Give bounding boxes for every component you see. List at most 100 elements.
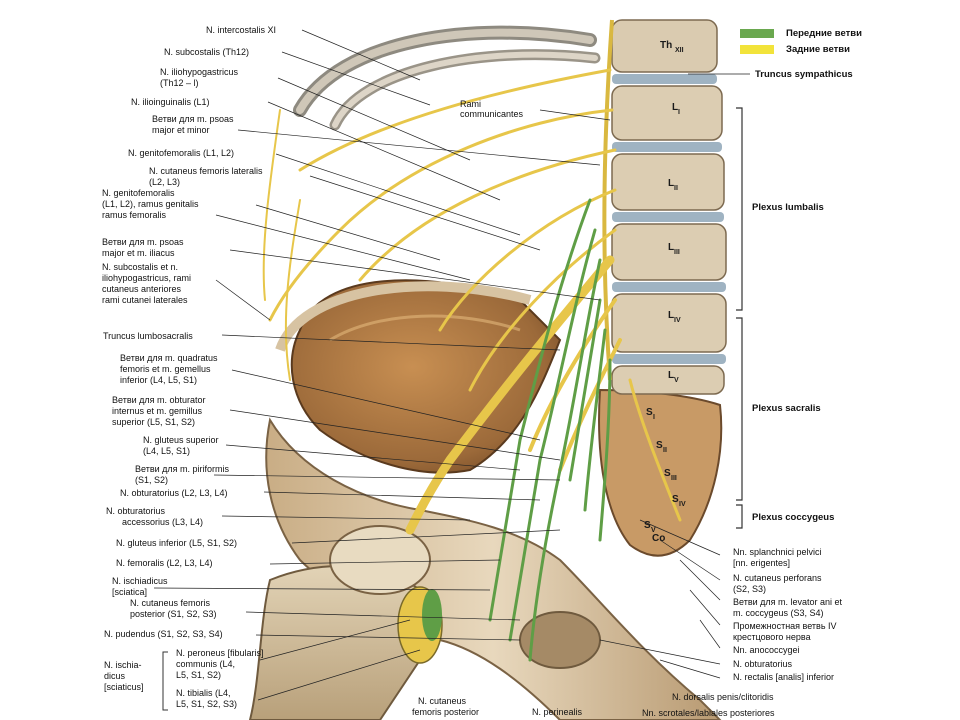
label-cutaneus-femoris-lateralis: N. cutaneus femoris lateralis bbox=[149, 166, 263, 176]
vertebra-label-sub: II bbox=[674, 185, 678, 192]
legend-label-posterior: Задние ветви bbox=[786, 44, 850, 55]
label-ischiadicus-sciatica: [sciatica] bbox=[112, 587, 148, 597]
label-subcostalis-iliohypo-3: cutaneus anteriores bbox=[102, 284, 182, 294]
label-scrotales-labiales: Nn. scrotales/labiales posteriores bbox=[642, 708, 775, 718]
label-genitofemoralis: N. genitofemoralis (L1, L2) bbox=[128, 148, 235, 158]
vertebra-label: Co bbox=[652, 533, 666, 544]
label-perinealis: N. perinealis bbox=[532, 707, 583, 717]
vertebra-label: S bbox=[644, 520, 651, 531]
legend-swatch-posterior bbox=[740, 45, 774, 54]
label-ischiadicus-group: N. ischia- bbox=[104, 660, 142, 670]
label-cutaneus-perforans-seg: (S2, S3) bbox=[733, 584, 767, 594]
label-piriformis-branches-seg: (S1, S2) bbox=[135, 475, 169, 485]
label-splanchnici-pelvici: Nn. splanchnici pelvici bbox=[733, 547, 822, 557]
label-obturatorius-right: N. obturatorius bbox=[733, 659, 793, 669]
label-rami-communicantes-2: communicantes bbox=[460, 109, 524, 119]
posterior-branches bbox=[262, 68, 682, 535]
vertebral-column bbox=[611, 19, 727, 395]
label-gluteus-inferior: N. gluteus inferior (L5, S1, S2) bbox=[116, 538, 238, 548]
vertebra-label: L bbox=[668, 310, 675, 321]
vertebra-label-sub: IV bbox=[679, 501, 686, 508]
label-tibialis: N. tibialis (L4, bbox=[176, 688, 231, 698]
label-femoralis: N. femoralis (L2, L3, L4) bbox=[116, 558, 213, 568]
label-tibialis-seg: L5, S1, S2, S3) bbox=[176, 699, 238, 709]
label-splanchnici-pelvici-2: [nn. erigentes] bbox=[733, 558, 791, 568]
label-psoas-iliacus-2: major et m. iliacus bbox=[102, 248, 175, 258]
label-peroneus-communis: N. peroneus [fibularis] bbox=[176, 648, 264, 658]
label-perineal-branch-iv: Промежностная ветвь IV bbox=[733, 621, 837, 631]
ischiadicus-bracket bbox=[162, 651, 168, 711]
label-subcostalis-iliohypo-4: rami cutanei laterales bbox=[102, 295, 188, 305]
vertebra-label-sub: V bbox=[674, 377, 679, 384]
label-piriformis-branches: Ветви для m. piriformis bbox=[135, 464, 230, 474]
label-quadratus-branches-3: inferior (L4, L5, S1) bbox=[120, 375, 198, 385]
sympathetic-trunk bbox=[602, 19, 614, 381]
leader-lines bbox=[153, 29, 750, 701]
legend-label-anterior: Передние ветви bbox=[786, 28, 862, 39]
label-ischiadicus-group-3: [sciaticus] bbox=[104, 682, 144, 692]
label-pudendus: N. pudendus (S1, S2, S3, S4) bbox=[104, 629, 223, 639]
label-subcostalis: N. subcostalis (Th12) bbox=[164, 47, 250, 57]
label-perineal-branch-iv-2: крестцового нерва bbox=[733, 632, 811, 642]
label-cutaneus-femoris-posterior-seg: posterior (S1, S2, S3) bbox=[130, 609, 217, 619]
vertebra-label: Th bbox=[660, 40, 673, 51]
label-rami-communicantes: Rami bbox=[460, 99, 482, 109]
label-dorsalis-penis: N. dorsalis penis/clitoridis bbox=[672, 692, 774, 702]
ribs bbox=[293, 25, 601, 131]
femur bbox=[248, 525, 436, 720]
label-truncus-lumbosacralis: Truncus lumbosacralis bbox=[103, 331, 193, 341]
label-peroneus-communis-2: communis (L4, bbox=[176, 659, 236, 669]
label-gluteus-superior-seg: (L4, L5, S1) bbox=[143, 446, 191, 456]
label-subcostalis-iliohypo-2: iliohypogastricus, rami bbox=[102, 273, 192, 283]
label-cutaneus-femoris-posterior: N. cutaneus femoris bbox=[130, 598, 211, 608]
label-anococcygei: Nn. anococcygei bbox=[733, 645, 800, 655]
vertebra-label-sub: IV bbox=[674, 317, 681, 324]
label-cutaneus-femoris-lateralis-seg: (L2, L3) bbox=[149, 177, 181, 187]
label-genitofemoralis-2: N. genitofemoralis bbox=[102, 188, 175, 198]
label-psoas-branches-2: major et minor bbox=[152, 125, 210, 135]
label-quadratus-branches: Ветви для m. quadratus bbox=[120, 353, 218, 363]
label-cutaneus-perforans: N. cutaneus perforans bbox=[733, 573, 822, 583]
label-subcostalis-iliohypo: N. subcostalis et n. bbox=[102, 262, 179, 272]
label-cutaneus-femoris-posterior-bottom: N. cutaneus bbox=[418, 696, 467, 706]
vertebra-label: L bbox=[668, 370, 675, 381]
label-obturatorius-accessorius-seg: accessorius (L3, L4) bbox=[122, 517, 204, 527]
label-levator-ani-branches-2: m. coccygeus (S3, S4) bbox=[733, 608, 824, 618]
label-obturator-internus-branches-2: internus et m. gemillus bbox=[112, 406, 203, 416]
label-ischiadicus: N. ischiadicus bbox=[112, 576, 168, 586]
label-truncus-sympathicus: Truncus sympathicus bbox=[755, 69, 853, 80]
label-peroneus-communis-3: L5, S1, S2) bbox=[176, 670, 222, 680]
label-cutaneus-femoris-posterior-bottom-2: femoris posterior bbox=[412, 707, 480, 717]
vertebra-label: S bbox=[664, 468, 671, 479]
label-ilioinguinalis: N. ilioinguinalis (L1) bbox=[131, 97, 210, 107]
vertebra-label-sub: V bbox=[651, 527, 656, 534]
label-iliohypogastricus: N. iliohypogastricus bbox=[160, 67, 239, 77]
label-obturatorius: N. obturatorius (L2, L3, L4) bbox=[120, 488, 228, 498]
label-genitofemoralis-genitalis: (L1, L2), ramus genitalis bbox=[102, 199, 199, 209]
vertebra-label: S bbox=[656, 440, 663, 451]
label-obturator-internus-branches: Ветви для m. obturator bbox=[112, 395, 206, 405]
vertebra-label-sub: I bbox=[653, 414, 655, 421]
label-plexus-coccygeus: Plexus coccygeus bbox=[752, 512, 835, 523]
region-brackets bbox=[736, 107, 743, 529]
legend-swatch-anterior bbox=[740, 29, 774, 38]
label-plexus-lumbalis: Plexus lumbalis bbox=[752, 202, 824, 213]
label-genitofemoralis-femoralis: ramus femoralis bbox=[102, 210, 167, 220]
vertebra-label: L bbox=[672, 102, 679, 113]
vertebra-label: L bbox=[668, 242, 675, 253]
vertebra-label: S bbox=[646, 407, 653, 418]
label-psoas-branches: Ветви для m. psoas bbox=[152, 114, 234, 124]
vertebra-label-sub: III bbox=[671, 475, 677, 482]
vertebra-label-sub: XII bbox=[675, 47, 684, 54]
label-gluteus-superior: N. gluteus superior bbox=[143, 435, 219, 445]
label-psoas-iliacus: Ветви для m. psoas bbox=[102, 237, 184, 247]
vertebra-label: S bbox=[672, 494, 679, 505]
label-obturatorius-accessorius: N. obturatorius bbox=[106, 506, 166, 516]
vertebra-label-sub: II bbox=[663, 447, 667, 454]
label-iliohypogastricus-seg: (Th12 – l) bbox=[160, 78, 199, 88]
label-intercostalis: N. intercostalis XI bbox=[206, 25, 277, 35]
vertebra-label-sub: III bbox=[674, 249, 680, 256]
label-obturator-internus-branches-3: superior (L5, S1, S2) bbox=[112, 417, 196, 427]
vertebra-label-sub: I bbox=[678, 109, 680, 116]
